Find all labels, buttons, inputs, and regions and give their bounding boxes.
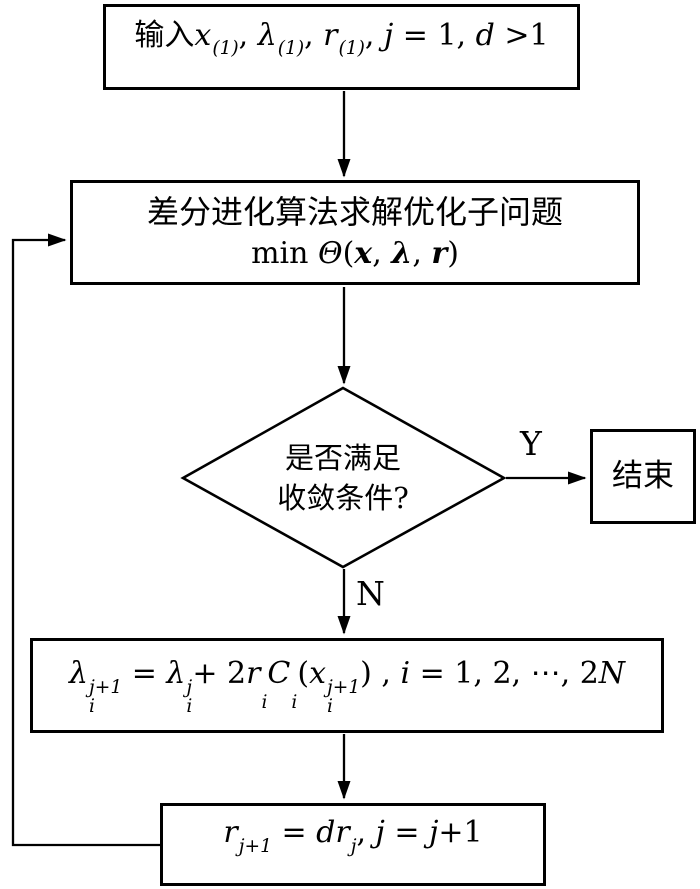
edge-label-no: N — [356, 574, 385, 613]
solve-title: 差分进化算法求解优化子问题 — [146, 192, 563, 231]
node-input: 输入x(1), λ(1), r(1), j = 1, d >1 — [103, 4, 580, 90]
node-decision: 是否满足 收敛条件? — [223, 428, 463, 528]
decision-diamond-shape — [180, 386, 507, 569]
node-solve-subproblem: 差分进化算法求解优化子问题 min Θ(x, λ, r) — [70, 180, 640, 285]
decision-line2: 收敛条件? — [277, 481, 409, 515]
node-end: 结束 — [590, 429, 696, 524]
edge-label-yes: Y — [520, 424, 542, 463]
input-formula: 输入x(1), λ(1), r(1), j = 1, d >1 — [134, 17, 549, 60]
end-label: 结束 — [612, 457, 674, 494]
edge-loop-back — [11, 233, 160, 847]
decision-line1: 是否满足 — [284, 440, 401, 475]
solve-objective-formula: min Θ(x, λ, r) — [251, 235, 459, 271]
